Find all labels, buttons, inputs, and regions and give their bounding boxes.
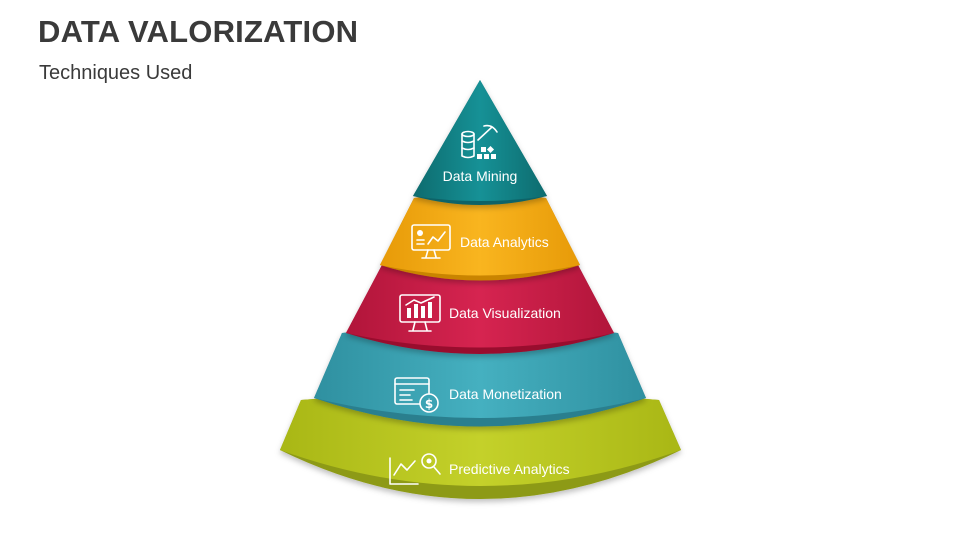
layer-data-monetization: $ Data Monetization — [314, 326, 646, 427]
data-mining-icon — [461, 124, 498, 159]
svg-text:$: $ — [425, 397, 433, 411]
page-title: DATA VALORIZATION — [38, 14, 359, 49]
browser-dollar-icon: $ — [394, 377, 439, 413]
layer-data-analytics: Data Analytics — [380, 194, 580, 281]
layer-data-mining: Data Mining — [413, 80, 547, 205]
bar-chart-monitor-icon — [399, 294, 441, 332]
layer-data-visualization: Data Visualization — [346, 260, 614, 354]
layer-label: Data Monetization — [449, 386, 562, 402]
analytics-monitor-icon — [411, 224, 451, 259]
layer-label: Data Mining — [443, 168, 518, 184]
layer-label: Data Visualization — [449, 305, 561, 321]
page-subtitle: Techniques Used — [39, 62, 193, 84]
layer-label: Predictive Analytics — [449, 461, 570, 477]
trend-magnifier-icon — [389, 453, 441, 485]
layer-label: Data Analytics — [460, 234, 549, 250]
